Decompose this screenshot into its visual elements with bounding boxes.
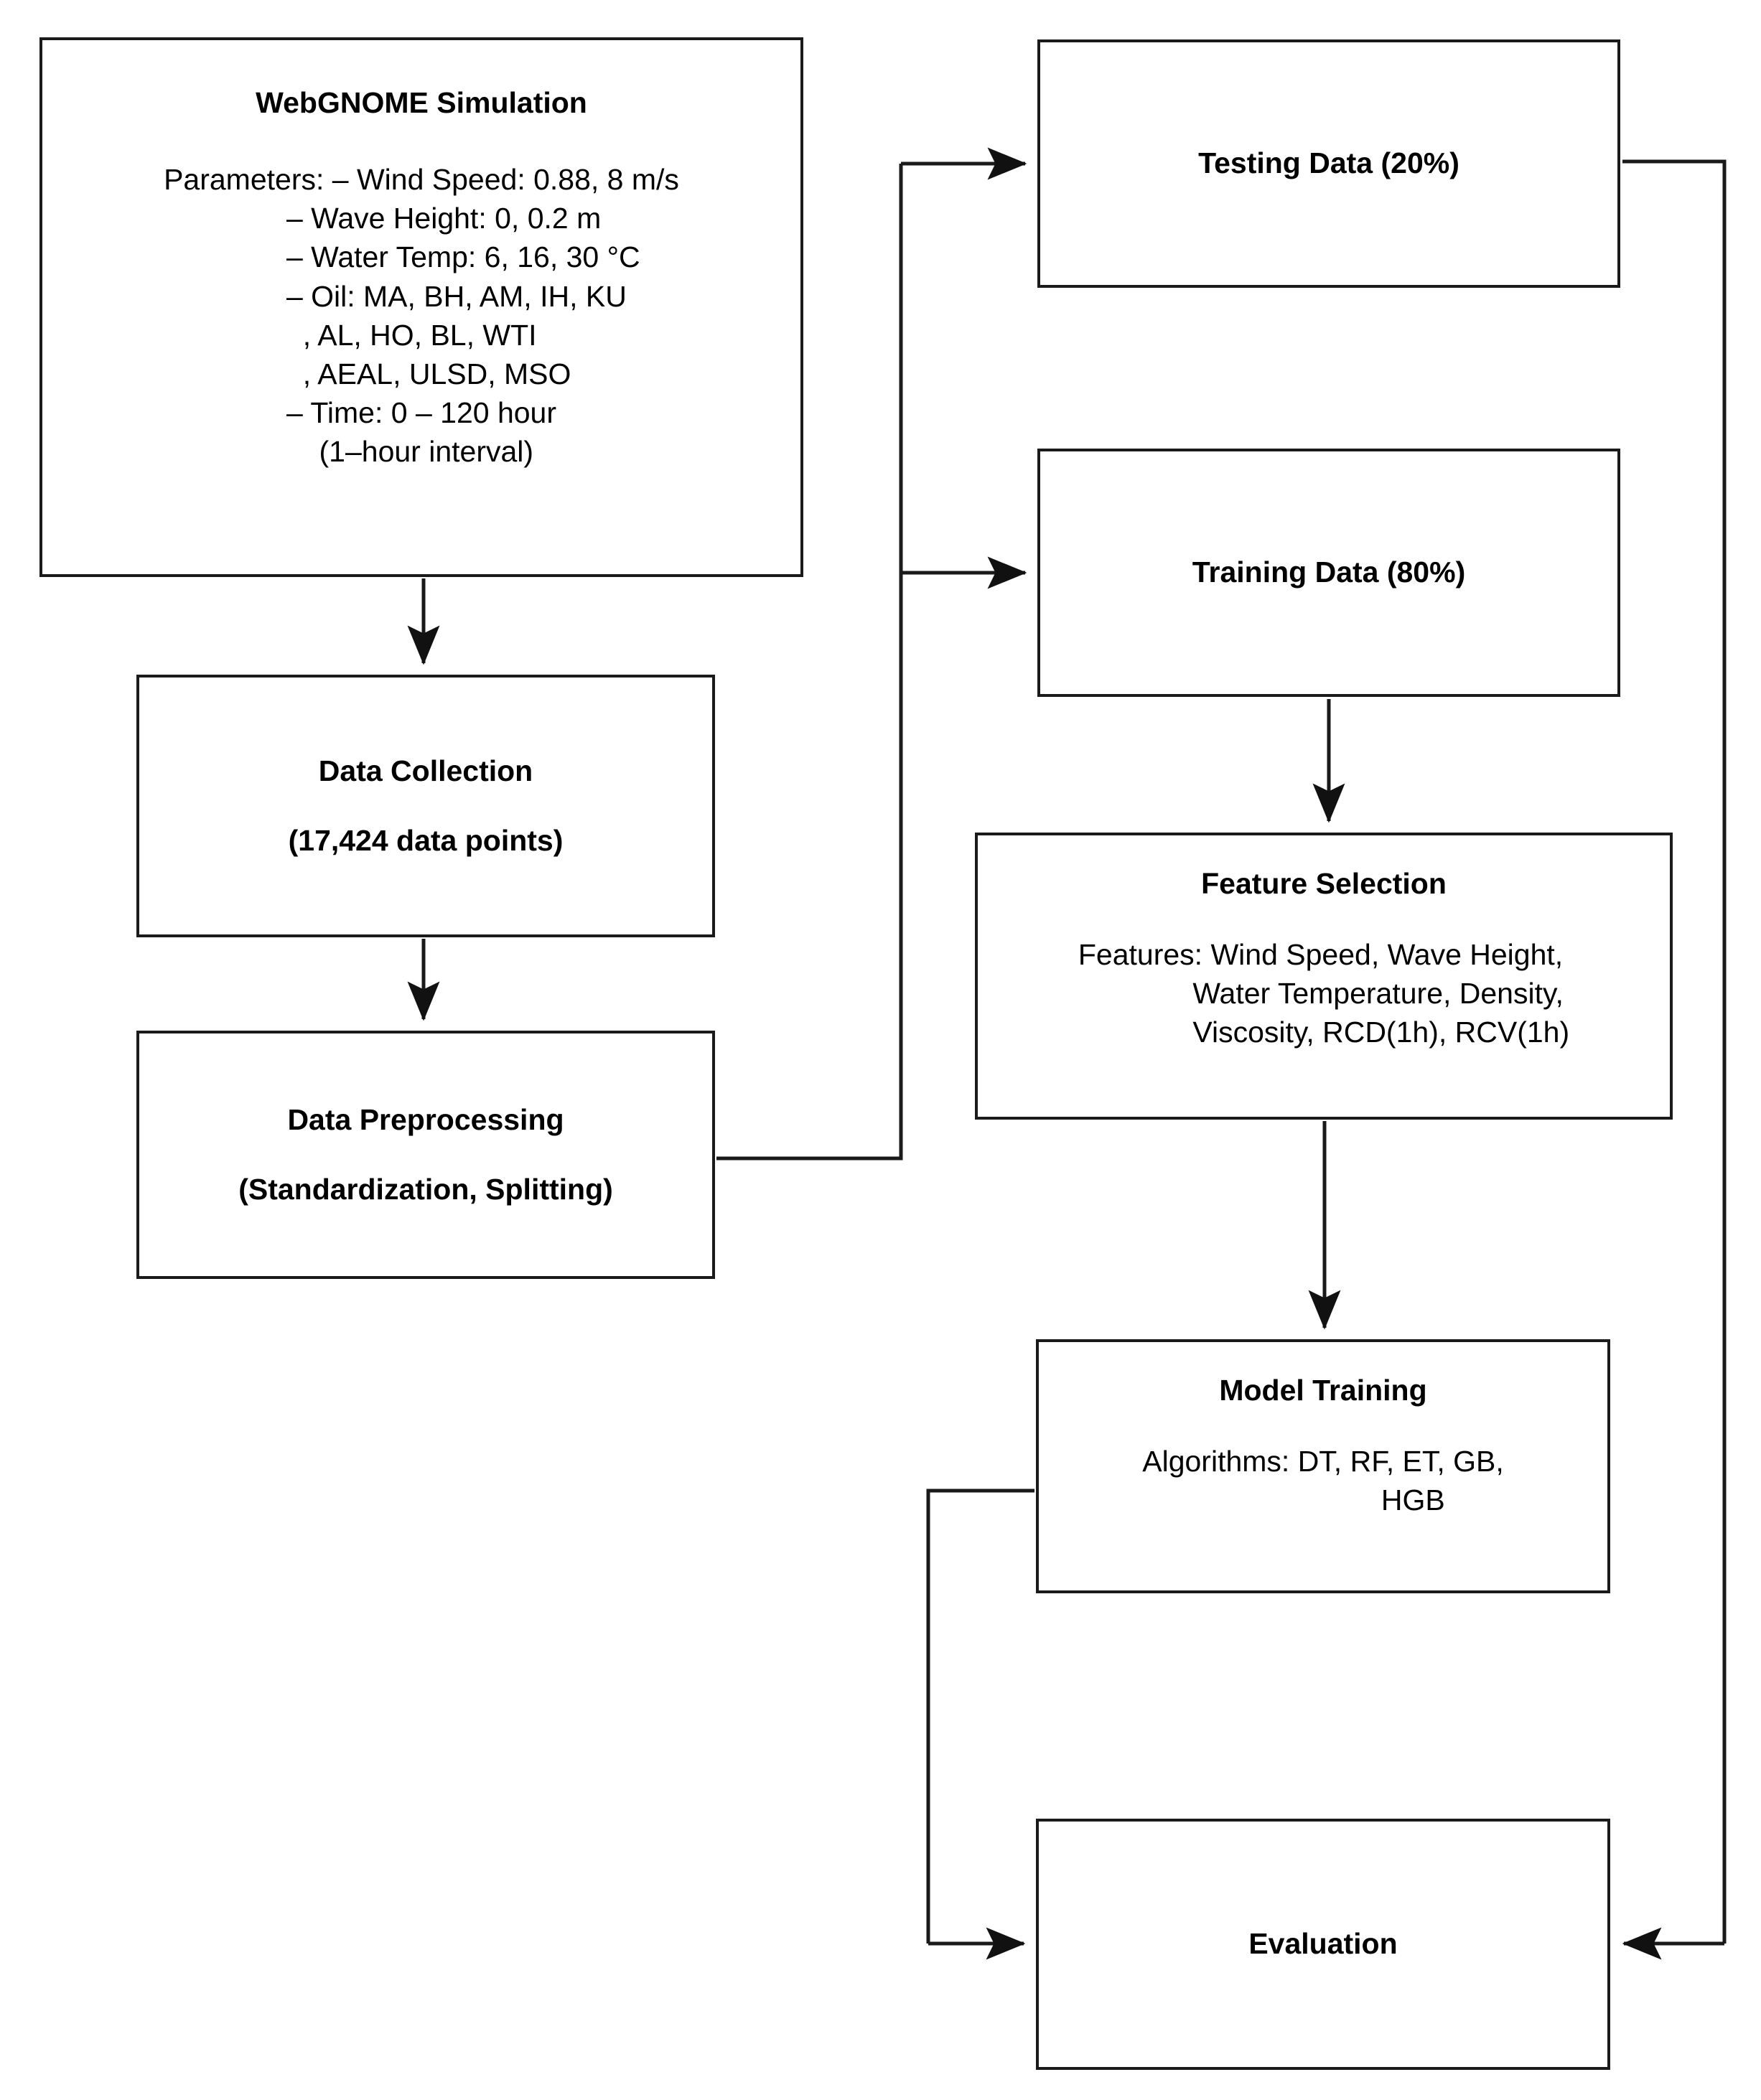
node-testing-data[interactable]: Testing Data (20%) bbox=[1037, 39, 1620, 288]
node-feature-list: Features: Wind Speed, Wave Height, Water… bbox=[1078, 938, 1570, 1049]
node-title: WebGNOME Simulation bbox=[256, 86, 587, 119]
node-feature-selection[interactable]: Feature Selection Features: Wind Speed, … bbox=[975, 833, 1673, 1120]
node-title: Feature Selection bbox=[1201, 867, 1447, 900]
node-data-collection[interactable]: Data Collection (17,424 data points) bbox=[136, 675, 715, 937]
edge-testing-trunk bbox=[1622, 159, 1727, 1944]
edge-preprocessing-trunk bbox=[716, 164, 903, 1161]
node-training-data[interactable]: Training Data (80%) bbox=[1037, 449, 1620, 697]
node-title: Evaluation bbox=[1248, 1927, 1398, 1961]
node-evaluation[interactable]: Evaluation bbox=[1036, 1819, 1610, 2070]
node-data-preprocessing[interactable]: Data Preprocessing (Standardization, Spl… bbox=[136, 1031, 715, 1279]
node-model-training[interactable]: Model Training Algorithms: DT, RF, ET, G… bbox=[1036, 1339, 1610, 1593]
node-datapoint-count: (17,424 data points) bbox=[288, 824, 564, 857]
node-title: Model Training bbox=[1219, 1374, 1427, 1407]
node-title: Data Preprocessing bbox=[287, 1102, 564, 1136]
node-algorithm-list: Algorithms: DT, RF, ET, GB, HGB bbox=[1142, 1445, 1504, 1517]
node-preprocessing-steps: (Standardization, Splitting) bbox=[238, 1173, 613, 1206]
node-webgnome-simulation[interactable]: WebGNOME Simulation Parameters: – Wind S… bbox=[39, 37, 803, 577]
node-title: Data Collection bbox=[318, 754, 533, 787]
node-title: Training Data (80%) bbox=[1192, 556, 1466, 589]
node-title: Testing Data (20%) bbox=[1198, 146, 1459, 180]
node-parameters-text: Parameters: – Wind Speed: 0.88, 8 m/s – … bbox=[164, 163, 679, 469]
edge-model-trunk bbox=[926, 1489, 1034, 1944]
